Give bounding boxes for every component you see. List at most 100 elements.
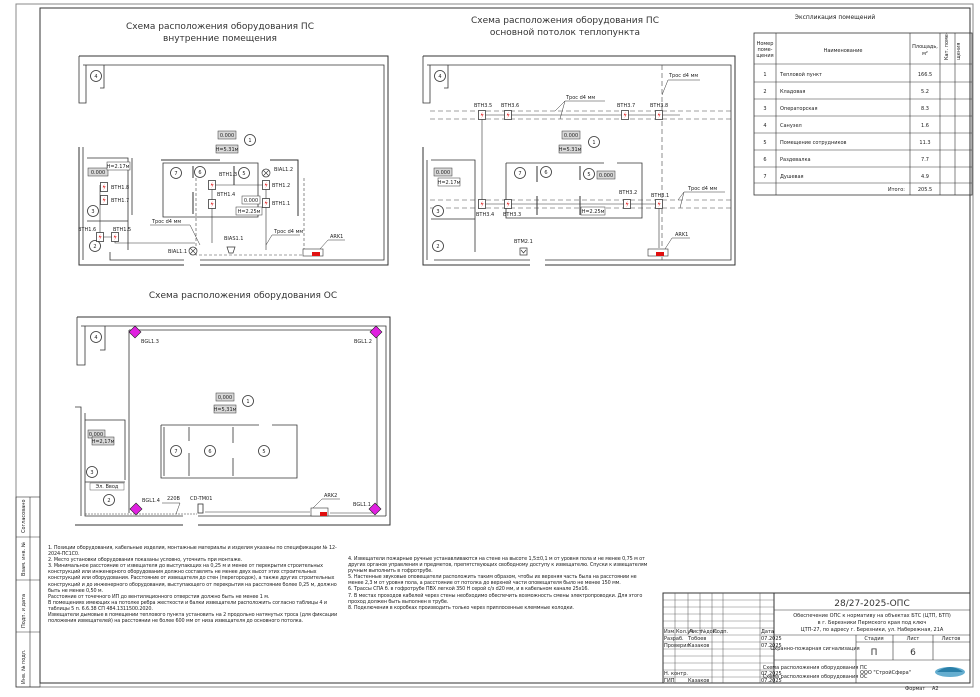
signer-date: 07.2025 bbox=[761, 636, 782, 642]
explication-row-name: Помещение сотрудников bbox=[780, 140, 847, 146]
explication-row-num: 6 bbox=[763, 157, 766, 163]
level-room3: 0.000 bbox=[91, 170, 105, 176]
explication-row-area: 166.5 bbox=[918, 72, 932, 78]
format-value: А2 bbox=[932, 686, 939, 692]
stamp-sign-date: Подп. и дата bbox=[21, 594, 27, 628]
project-line-2: в г. Березники Пермского края под ключ bbox=[818, 620, 927, 626]
note-item: 2. Место установки оборудования показаны… bbox=[48, 557, 242, 564]
device-bth3-3: BTH3.3 bbox=[503, 212, 521, 218]
cable-label-1: Трос d4 мм bbox=[151, 219, 181, 225]
cable-label-c3: Трос d4 мм bbox=[687, 186, 717, 192]
device-bth3-8: BTH3.8 bbox=[650, 103, 668, 109]
device-bth1-7: BTH1.7 bbox=[111, 198, 129, 204]
level-main-os: 0,000 bbox=[218, 395, 232, 401]
title-block-col-header: Дата bbox=[761, 629, 774, 635]
explication-total-value: 205.5 bbox=[918, 187, 932, 193]
title-block-col-header: Подп. bbox=[713, 629, 729, 635]
company-logo bbox=[935, 667, 965, 677]
stamp-replacement-inv: Взам. инв. № bbox=[21, 541, 27, 576]
title-block-col-header: №док. bbox=[701, 629, 718, 635]
cable-label-c1: Трос d4 мм bbox=[668, 73, 698, 79]
explication-row-num: 2 bbox=[763, 89, 766, 95]
room-2-marker-os: 2 bbox=[107, 498, 110, 504]
room-1-marker-os: 1 bbox=[246, 399, 249, 405]
room-2-marker: 2 bbox=[93, 244, 96, 250]
room-4-marker-c: 4 bbox=[438, 74, 441, 80]
explication-row-num: 5 bbox=[763, 140, 766, 146]
explication-header-area: Площадь,м² bbox=[912, 44, 938, 57]
level-main: 0.000 bbox=[220, 133, 234, 139]
voltage-label: 220В bbox=[167, 496, 181, 502]
explication-row-num: 1 bbox=[763, 72, 766, 78]
explication-row-area: 7.7 bbox=[921, 157, 929, 163]
device-bgl1-1: BGL1.1 bbox=[353, 502, 371, 508]
device-bias1-1: BIAS1.1 bbox=[224, 236, 243, 242]
scheme-ps-internal-title-1: Схема расположения оборудования ПС bbox=[126, 22, 314, 32]
note-item: В помещениях имеющих на потолке ребра же… bbox=[48, 599, 327, 612]
format-label: Формат bbox=[905, 686, 925, 692]
cable-label-2: Трос d4 мм bbox=[273, 229, 303, 235]
device-bth3-1: BTH3.1 bbox=[651, 193, 669, 199]
device-bth1-1: BTH1.1 bbox=[272, 201, 290, 207]
note-item: 4. Извещатели пожарные ручные устанавлив… bbox=[348, 556, 648, 575]
explication-row-area: 11.3 bbox=[919, 140, 930, 146]
signer-date: 07.2025 bbox=[761, 678, 782, 684]
device-bial1-2: BIAL1.2 bbox=[274, 167, 293, 173]
title-block-col-header: Лист bbox=[689, 629, 702, 635]
device-bth1-3: BTH1.3 bbox=[219, 172, 237, 178]
device-bth1-5: BTH1.5 bbox=[113, 227, 131, 233]
system-name: Охранно-пожарная сигнализация bbox=[770, 646, 859, 652]
sheet-label: Лист bbox=[907, 636, 920, 642]
room-4-marker-os: 4 bbox=[94, 335, 97, 341]
room-7-marker-c: 7 bbox=[518, 171, 521, 177]
project-line-1: Обеспечение ОПС к нормативу на объектах … bbox=[793, 613, 951, 619]
device-bth3-6: BTH3.6 bbox=[501, 103, 519, 109]
explication-row-num: 7 bbox=[763, 174, 766, 180]
device-ark1-c: ARK1 bbox=[675, 232, 688, 238]
note-item: 6. Трассы СПА б. в гофротрубе ПВХ легкой… bbox=[348, 586, 589, 593]
room-5-marker-c: 5 bbox=[587, 172, 590, 178]
note-item: 3. Минимальное расстояние от извещателя … bbox=[48, 563, 337, 594]
cable-label-c2: Трос d4 мм bbox=[565, 95, 595, 101]
height-main: H=5.31м bbox=[216, 147, 239, 153]
note-item: Расстояние от точечного ИП до вентиляцио… bbox=[48, 593, 270, 600]
device-bth3-7: BTH3.7 bbox=[617, 103, 635, 109]
height-room3-c: H=2.17м bbox=[438, 180, 461, 186]
stage-value: П bbox=[871, 648, 878, 658]
height-room3-os: H=2,17м bbox=[92, 439, 115, 445]
sheets-label: Листов bbox=[942, 636, 961, 642]
device-bth3-4: BTH3.4 bbox=[476, 212, 494, 218]
room-3-marker: 3 bbox=[91, 209, 94, 215]
project-line-3: ЦТП-27, по адресу г. Березники, ул. Набе… bbox=[801, 627, 944, 633]
explication-header-category: Кат. поме- bbox=[944, 32, 950, 60]
notes-left: 1. Позиции оборудования, кабельные издел… bbox=[48, 545, 348, 624]
stamp-original-inv: Инв. № подл. bbox=[21, 649, 27, 684]
room-1-marker-c: 1 bbox=[592, 140, 595, 146]
device-bth1-8: BTH1.8 bbox=[111, 185, 129, 191]
stamp-agreed: Согласовано bbox=[21, 499, 27, 533]
device-bgl1-2: BGL1.2 bbox=[354, 339, 372, 345]
room-6-marker-c: 6 bbox=[544, 170, 547, 176]
signer-role: Н. контр. bbox=[664, 671, 688, 677]
explication-row-name: Кладовая bbox=[780, 89, 805, 95]
signer-name: Казаков bbox=[688, 678, 709, 684]
side-stamp: Согласовано Взам. инв. № Подп. и дата Ин… bbox=[15, 496, 41, 688]
doc-code: 28/27-2025-ОПС bbox=[834, 599, 909, 609]
level-room5-c: 0.000 bbox=[599, 173, 613, 179]
scheme-ps-ceiling: Схема расположения оборудования ПС основ… bbox=[422, 16, 736, 266]
signer-role: ГИП bbox=[664, 678, 675, 684]
explication-row-name: Раздевалка bbox=[780, 157, 811, 163]
explication-row-area: 8.3 bbox=[921, 106, 929, 112]
note-item: 1. Позиции оборудования, кабельные издел… bbox=[48, 545, 337, 558]
room-5-marker: 5 bbox=[242, 171, 245, 177]
room-1-marker: 1 bbox=[248, 138, 251, 144]
device-bgl1-3: BGL1.3 bbox=[141, 339, 159, 345]
room-7-marker: 7 bbox=[174, 171, 177, 177]
signer-role: Проверил bbox=[664, 643, 690, 649]
device-bth1-6: BTH1.6 bbox=[78, 227, 96, 233]
device-ark1: ARK1 bbox=[330, 234, 343, 240]
height-room5: H=2.25м bbox=[238, 209, 261, 215]
